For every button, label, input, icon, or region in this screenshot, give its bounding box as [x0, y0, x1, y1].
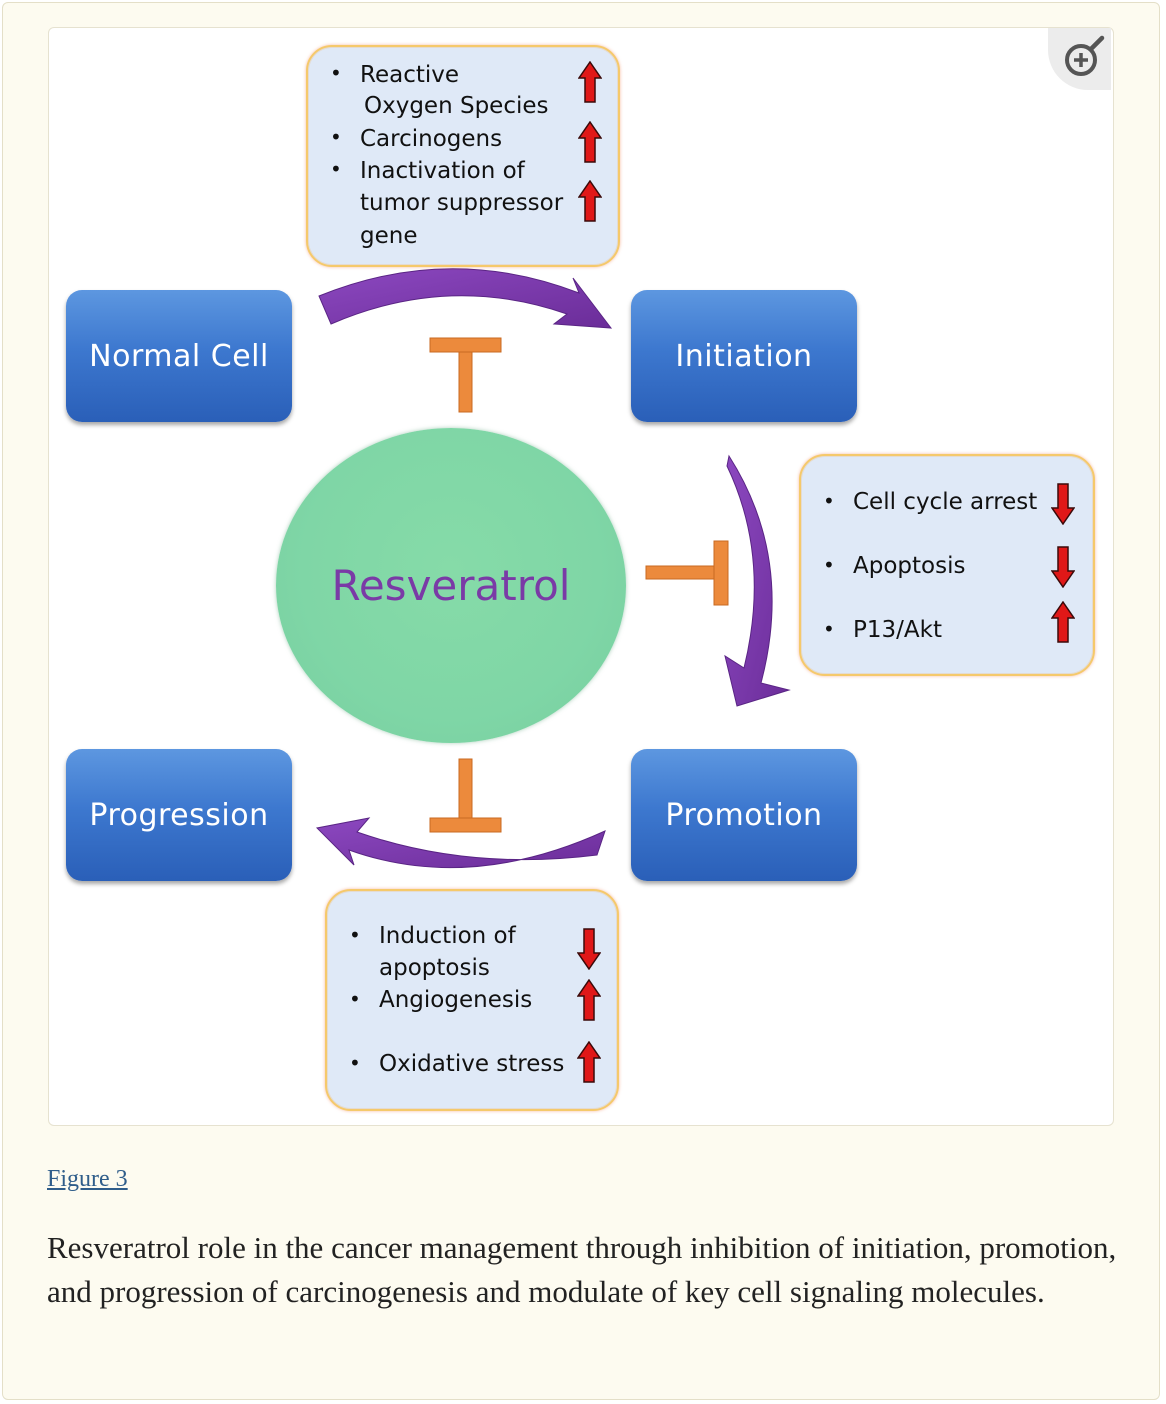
box-item-text: tumor suppressor [360, 190, 564, 216]
arrow-down-icon [1051, 546, 1075, 588]
box-item-text: Reactive [360, 62, 460, 88]
box-item-text: Oxygen Species [364, 93, 549, 119]
box-item-text: Apoptosis [853, 553, 966, 579]
box-item-text: apoptosis [379, 955, 490, 981]
figure-image[interactable]: Normal Cell Initiation Progression Promo… [48, 27, 1114, 1126]
inhibitor-bottom [429, 758, 502, 833]
box-item-text: Induction of [379, 923, 516, 949]
box-item-text: P13/Akt [853, 617, 942, 643]
box-item-text: gene [360, 223, 418, 249]
resveratrol-circle: Resveratrol [276, 428, 626, 743]
stage-progression: Progression [66, 749, 292, 881]
bullet: • [330, 125, 342, 149]
box-item-text: Oxidative stress [379, 1051, 565, 1077]
bullet: • [330, 61, 342, 85]
stage-normal-cell: Normal Cell [66, 290, 292, 422]
curve-arrows [315, 268, 791, 869]
arrow-up-icon [1051, 601, 1075, 643]
box-item-text: Inactivation of [360, 158, 525, 184]
arrow-up-icon [578, 180, 602, 222]
box-item-text: Carcinogens [360, 126, 503, 152]
arrow-down-icon [577, 928, 601, 970]
inhibitor-right [645, 540, 729, 606]
box-item-text: Angiogenesis [379, 987, 533, 1013]
arrow-up-icon [578, 121, 602, 163]
curve-arrow-top [318, 268, 613, 329]
zoom-in-icon [1065, 35, 1105, 76]
stage-initiation: Initiation [631, 290, 857, 422]
bullet: • [330, 157, 342, 181]
info-box-top: • Reactive Oxygen Species • Carcinogens … [306, 45, 620, 267]
stage-label: Progression [89, 797, 269, 833]
stage-label: Promotion [665, 797, 823, 833]
bullet: • [823, 489, 835, 513]
box-item-text: Cell cycle arrest [853, 489, 1038, 515]
bullet: • [823, 617, 835, 641]
figure-link[interactable]: Figure 3 [47, 1166, 128, 1192]
bullet: • [349, 1051, 361, 1075]
figure-caption: Resveratrol role in the cancer managemen… [47, 1230, 1117, 1309]
bullet: • [349, 987, 361, 1011]
stage-label: Initiation [675, 338, 813, 374]
center-label: Resveratrol [331, 561, 571, 610]
stage-promotion: Promotion [631, 749, 857, 881]
bullet: • [349, 923, 361, 947]
bullet: • [823, 553, 835, 577]
arrow-up-icon [577, 1041, 601, 1083]
stage-label: Normal Cell [89, 338, 269, 374]
arrow-down-icon [1051, 483, 1075, 525]
info-box-bottom: • Induction of apoptosis • Angiogenesis … [325, 889, 619, 1111]
curve-arrow-right [724, 454, 791, 707]
inhibitor-top [429, 337, 502, 413]
info-box-right: • Cell cycle arrest • Apoptosis • P13/Ak… [799, 454, 1095, 676]
arrow-up-icon [577, 979, 601, 1021]
curve-arrow-bottom [315, 817, 606, 869]
arrow-up-icon [578, 61, 602, 103]
